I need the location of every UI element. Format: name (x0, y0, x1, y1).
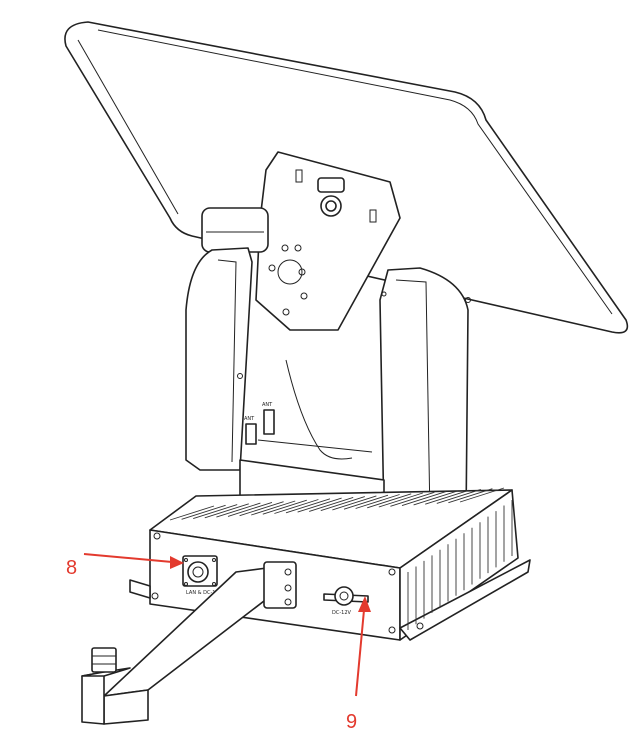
tilt-knob (201, 207, 269, 253)
fin-line (285, 498, 331, 514)
fin-line (239, 501, 284, 517)
fin-line (216, 502, 261, 518)
fin-line (320, 496, 365, 512)
fin-line (274, 499, 319, 514)
fin-line (227, 501, 273, 517)
fin-line (390, 491, 435, 507)
dc-label: DC-12V (332, 610, 352, 616)
svg-text:ANT: ANT (262, 402, 273, 408)
extension-arm (81, 561, 297, 725)
fin-line (262, 499, 307, 515)
callout-8: 8 (66, 553, 184, 579)
svg-text:ANT: ANT (244, 416, 255, 422)
fin-line (169, 505, 215, 521)
fin-line (309, 496, 354, 512)
yoke-left-arm (185, 247, 253, 471)
fin-line (343, 494, 389, 510)
fin-line (459, 487, 505, 503)
fin-line (251, 500, 296, 516)
callout-9-number: 9 (346, 711, 357, 733)
fin-line (378, 492, 423, 508)
heatsink-fins (169, 487, 505, 521)
fin-line (332, 495, 377, 511)
fin-line (355, 494, 400, 509)
fin-line (367, 493, 412, 509)
yoke-right-arm (379, 267, 471, 531)
fin-line (204, 503, 249, 519)
side-heatsink-fins (407, 500, 513, 630)
fin-line (436, 488, 481, 504)
callout-9: 9 (346, 596, 371, 733)
fin-line (401, 491, 447, 507)
fin-line (425, 489, 470, 505)
dc-port: DC-12V (323, 586, 369, 616)
fin-line (413, 490, 458, 506)
mounting-bracket (255, 151, 401, 331)
power-connector: LAN & DC-12V (182, 555, 223, 596)
callout-8-number: 8 (66, 557, 77, 579)
fin-line (448, 488, 493, 504)
fin-line (193, 504, 238, 520)
fin-line (297, 497, 342, 513)
connector-label: LAN & DC-12V (186, 590, 223, 596)
fin-line (181, 504, 226, 520)
